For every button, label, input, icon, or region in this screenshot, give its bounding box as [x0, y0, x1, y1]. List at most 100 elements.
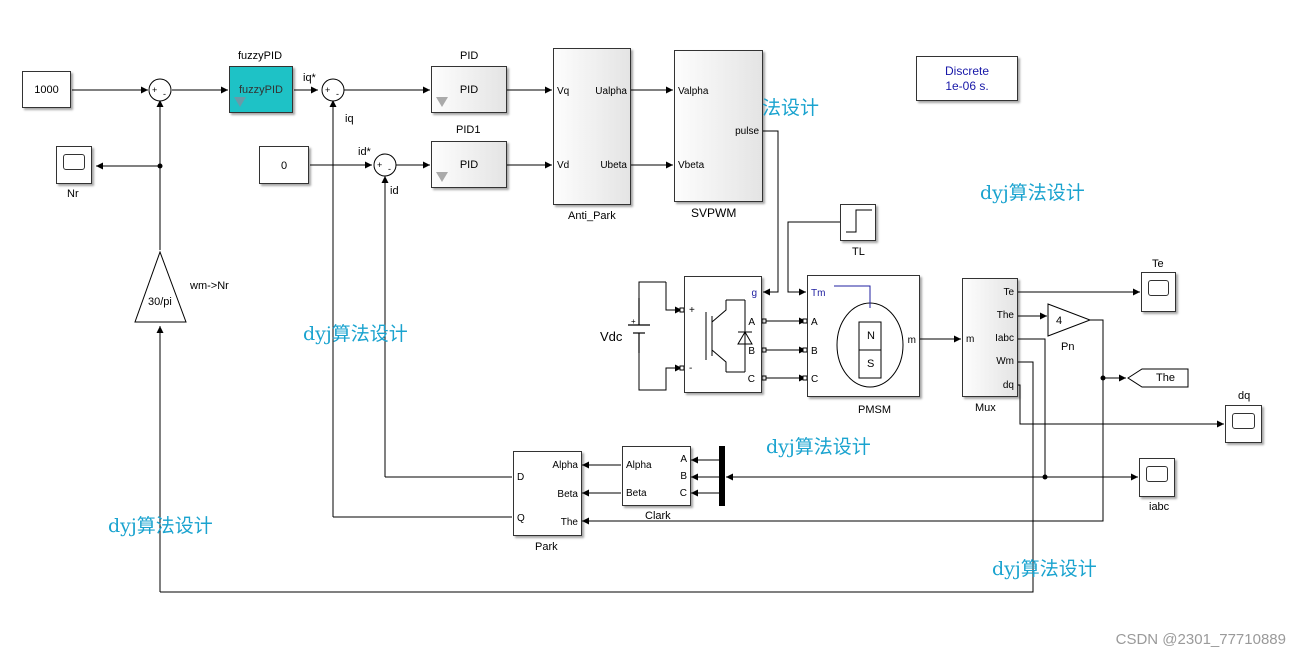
svg-text:+: +: [377, 160, 382, 170]
svpwm-block[interactable]: Valpha Vbeta pulse: [674, 50, 763, 202]
mux-block[interactable]: m Te The Iabc Wm dq: [962, 278, 1018, 397]
pmsm-port-a: A: [811, 317, 818, 328]
clark-label: Clark: [645, 510, 671, 522]
gain-conv-name: wm->Nr: [190, 280, 229, 292]
scope-iabc-label: iabc: [1149, 501, 1170, 513]
gain-pn-name: Pn: [1061, 341, 1075, 353]
mux-port-wm: Wm: [996, 356, 1014, 367]
tl-label: TL: [852, 246, 865, 258]
pid1-title: PID1: [456, 124, 481, 136]
anti-park-port-ualpha: Ualpha: [595, 86, 627, 97]
inverter-port-minus: -: [689, 363, 693, 374]
anti-park-label: Anti_Park: [568, 210, 616, 222]
mux-port-dq: dq: [1002, 380, 1014, 391]
anti-park-port-vd: Vd: [557, 160, 570, 171]
gain-pn: [1047, 303, 1092, 337]
id-star-label: id*: [358, 146, 371, 158]
inverter-block[interactable]: g + - A B C: [684, 276, 762, 393]
watermark-text: 法设计: [762, 97, 820, 119]
svpwm-port-valpha: Valpha: [678, 86, 709, 97]
csdn-footer: CSDN @2301_77710889: [1115, 631, 1286, 648]
park-port-beta: Beta: [557, 489, 578, 500]
inverter-port-g: g: [751, 288, 757, 299]
pmsm-pole-n: N: [867, 330, 875, 342]
sum-id: [373, 153, 397, 177]
anti-park-port-ubeta: Ubeta: [600, 160, 627, 171]
pid-block[interactable]: PID: [431, 66, 507, 113]
scope-te-label: Te: [1152, 258, 1164, 270]
constant-zero-block[interactable]: 0: [259, 146, 309, 184]
park-label: Park: [535, 541, 558, 553]
pmsm-block[interactable]: Tm A B C m N S: [807, 275, 920, 397]
iq-label: iq: [345, 113, 354, 125]
scope-te[interactable]: [1141, 272, 1176, 312]
svg-text:-: -: [388, 164, 391, 174]
fuzzy-pid-block[interactable]: fuzzyPID: [229, 66, 293, 113]
mux-port-iabc: Iabc: [995, 333, 1014, 344]
demux-bar: [719, 446, 725, 506]
gain-wm-to-nr: [134, 250, 187, 323]
clark-block[interactable]: Alpha Beta A B C: [622, 446, 691, 506]
fuzzy-title: fuzzyPID: [238, 50, 283, 62]
pid1-mask-icon: [436, 172, 448, 182]
park-port-alpha: Alpha: [552, 460, 578, 471]
mux-label: Mux: [975, 402, 996, 414]
iq-star-label: iq*: [303, 72, 316, 84]
mux-port-m: m: [966, 334, 975, 345]
scope-screen-icon: [1148, 280, 1169, 296]
clark-port-a: A: [680, 454, 687, 465]
svpwm-port-pulse: pulse: [735, 126, 759, 137]
constant-speed-block[interactable]: 1000: [22, 71, 71, 108]
svg-text:+: +: [631, 317, 636, 326]
svpwm-label: SVPWM: [691, 206, 737, 220]
scope-screen-icon: [1232, 413, 1255, 429]
fuzzy-mask-icon: [234, 97, 246, 107]
pid1-block[interactable]: PID: [431, 141, 507, 188]
discrete-line2: 1e-06 s.: [945, 79, 989, 93]
svg-text:+: +: [152, 85, 157, 95]
inverter-port-b: B: [748, 346, 755, 357]
scope-dq[interactable]: [1225, 405, 1262, 443]
fuzzy-inner-label: fuzzyPID: [238, 84, 283, 96]
powergui-discrete-block[interactable]: Discrete 1e-06 s.: [916, 56, 1018, 101]
inverter-port-plus: +: [689, 305, 695, 316]
clark-port-c: C: [679, 488, 687, 499]
anti-park-port-vq: Vq: [557, 86, 570, 97]
constant-speed-value: 1000: [34, 84, 59, 96]
scope-nr[interactable]: [56, 146, 92, 184]
scope-screen-icon: [1146, 466, 1168, 482]
tl-step-block[interactable]: [840, 204, 876, 241]
pmsm-pole-s: S: [867, 358, 875, 370]
pmsm-label: PMSM: [858, 404, 891, 416]
sum-speed: [148, 78, 172, 102]
pid-inner-label: PID: [459, 84, 479, 96]
mux-port-te: Te: [1003, 287, 1014, 298]
sum-iq: [321, 78, 345, 102]
pmsm-port-tm: Tm: [811, 288, 826, 299]
pmsm-port-c: C: [811, 374, 819, 385]
anti-park-block[interactable]: Vq Vd Ualpha Ubeta: [553, 48, 631, 205]
inverter-port-c: C: [747, 374, 755, 385]
park-port-the: The: [560, 517, 578, 528]
scope-dq-label: dq: [1238, 390, 1251, 402]
park-block[interactable]: D Q Alpha Beta The: [513, 451, 582, 536]
id-label: id: [390, 185, 399, 197]
scope-screen-icon: [63, 154, 85, 170]
scope-iabc[interactable]: [1139, 458, 1175, 497]
watermark-text: dyj算法设计: [303, 323, 408, 345]
svg-text:-: -: [163, 89, 166, 99]
watermark-text: dyj算法设计: [108, 515, 213, 537]
watermark-text: dyj算法设计: [980, 182, 1085, 204]
goto-the-tag: [1127, 368, 1189, 388]
pid-title: PID: [460, 50, 479, 62]
mux-port-the: The: [996, 310, 1014, 321]
goto-the-label: The: [1156, 372, 1175, 384]
scope-nr-label: Nr: [67, 188, 79, 200]
clark-port-b: B: [680, 471, 687, 482]
watermark-text: dyj算法设计: [992, 558, 1097, 580]
svg-text:+: +: [325, 85, 330, 95]
discrete-line1: Discrete: [944, 64, 989, 78]
clark-port-alpha: Alpha: [626, 460, 652, 471]
pid-mask-icon: [436, 97, 448, 107]
